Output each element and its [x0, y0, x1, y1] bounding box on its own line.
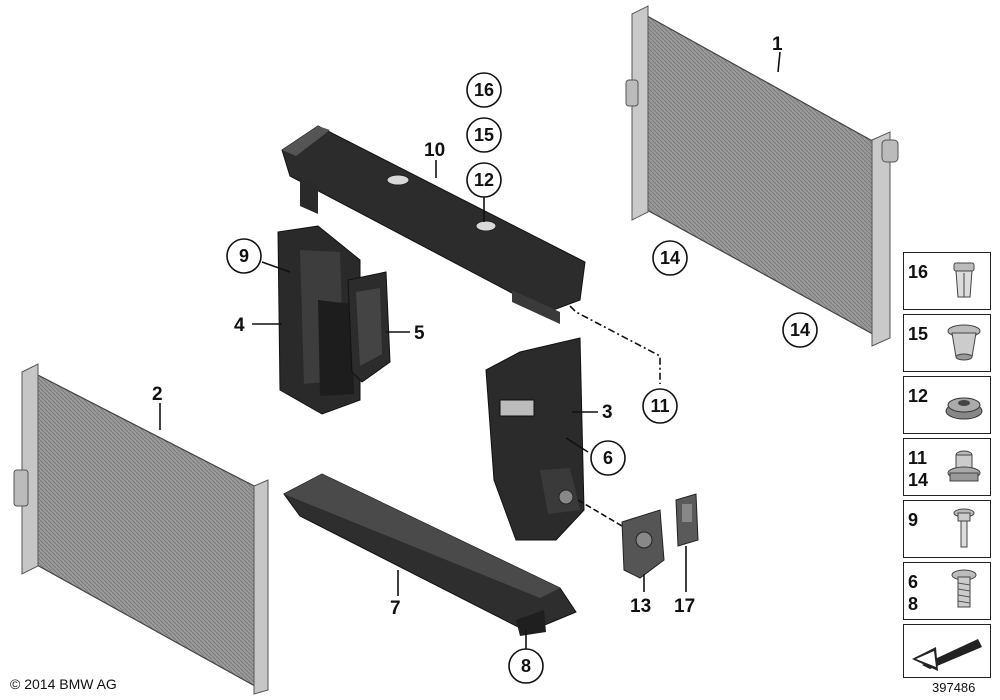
- diagram-id: 397486: [932, 680, 976, 695]
- legend-label: 9: [908, 510, 919, 530]
- legend-label: 12: [908, 386, 929, 406]
- legend-cell-direction: [903, 624, 991, 678]
- callout-9: 9: [226, 238, 262, 274]
- legend-cell-15: 15: [903, 314, 991, 372]
- callout-6: 6: [590, 440, 626, 476]
- label-5: 5: [414, 323, 425, 344]
- label-4: 4: [234, 315, 245, 336]
- rubber-grommet-icon: [945, 397, 983, 420]
- svg-text:14: 14: [790, 320, 810, 340]
- callout-14-left: 14: [652, 240, 688, 276]
- label-10: 10: [424, 140, 445, 161]
- callout-8: 8: [508, 648, 544, 684]
- expansion-rivet-icon: [953, 262, 975, 298]
- svg-text:15: 15: [474, 125, 494, 145]
- label-1: 1: [772, 34, 783, 55]
- bolt-icon: [953, 508, 975, 548]
- side-deflector: [347, 271, 391, 383]
- legend-label: 16: [908, 262, 929, 282]
- callout-14-right: 14: [782, 312, 818, 348]
- direction-arrow-icon: [912, 639, 982, 671]
- svg-text:9: 9: [239, 246, 249, 266]
- svg-text:12: 12: [474, 170, 494, 190]
- legend-cell-16: 16: [903, 252, 991, 310]
- clip-17: [675, 493, 699, 547]
- label-13: 13: [630, 596, 651, 617]
- condenser: [13, 363, 269, 695]
- callout-11: 11: [642, 388, 678, 424]
- svg-text:14: 14: [660, 248, 680, 268]
- callout-12: 12: [466, 162, 502, 198]
- upper-cross-member: [281, 125, 586, 324]
- legend-label: 11 14: [908, 448, 929, 490]
- label-3: 3: [602, 402, 613, 423]
- lower-cross-member: [283, 473, 577, 636]
- callout-15: 15: [466, 117, 502, 153]
- svg-text:16: 16: [474, 80, 494, 100]
- fastener-legend: 16 15 12 11 14 9: [903, 252, 991, 682]
- label-7: 7: [390, 598, 401, 619]
- bushing-icon: [947, 450, 981, 482]
- screw-icon: [951, 569, 977, 608]
- spreader-nut-icon: [947, 324, 981, 361]
- leader-lines: [159, 51, 781, 650]
- legend-cell-6-8: 6 8: [903, 562, 991, 620]
- copyright-text: © 2014 BMW AG: [10, 676, 117, 692]
- legend-label: 15: [908, 324, 929, 344]
- legend-cell-12: 12: [903, 376, 991, 434]
- svg-text:8: 8: [521, 656, 531, 676]
- bracket-13: [621, 509, 665, 579]
- radiator-main: [625, 5, 899, 347]
- svg-text:6: 6: [603, 448, 613, 468]
- left-air-duct: [277, 225, 361, 415]
- right-air-duct: [485, 337, 585, 541]
- callout-16: 16: [466, 72, 502, 108]
- legend-cell-9: 9: [903, 500, 991, 558]
- legend-cell-11-14: 11 14: [903, 438, 991, 496]
- label-17: 17: [674, 596, 695, 617]
- legend-label: 6 8: [908, 572, 919, 614]
- label-2: 2: [152, 384, 163, 405]
- svg-text:11: 11: [650, 396, 669, 416]
